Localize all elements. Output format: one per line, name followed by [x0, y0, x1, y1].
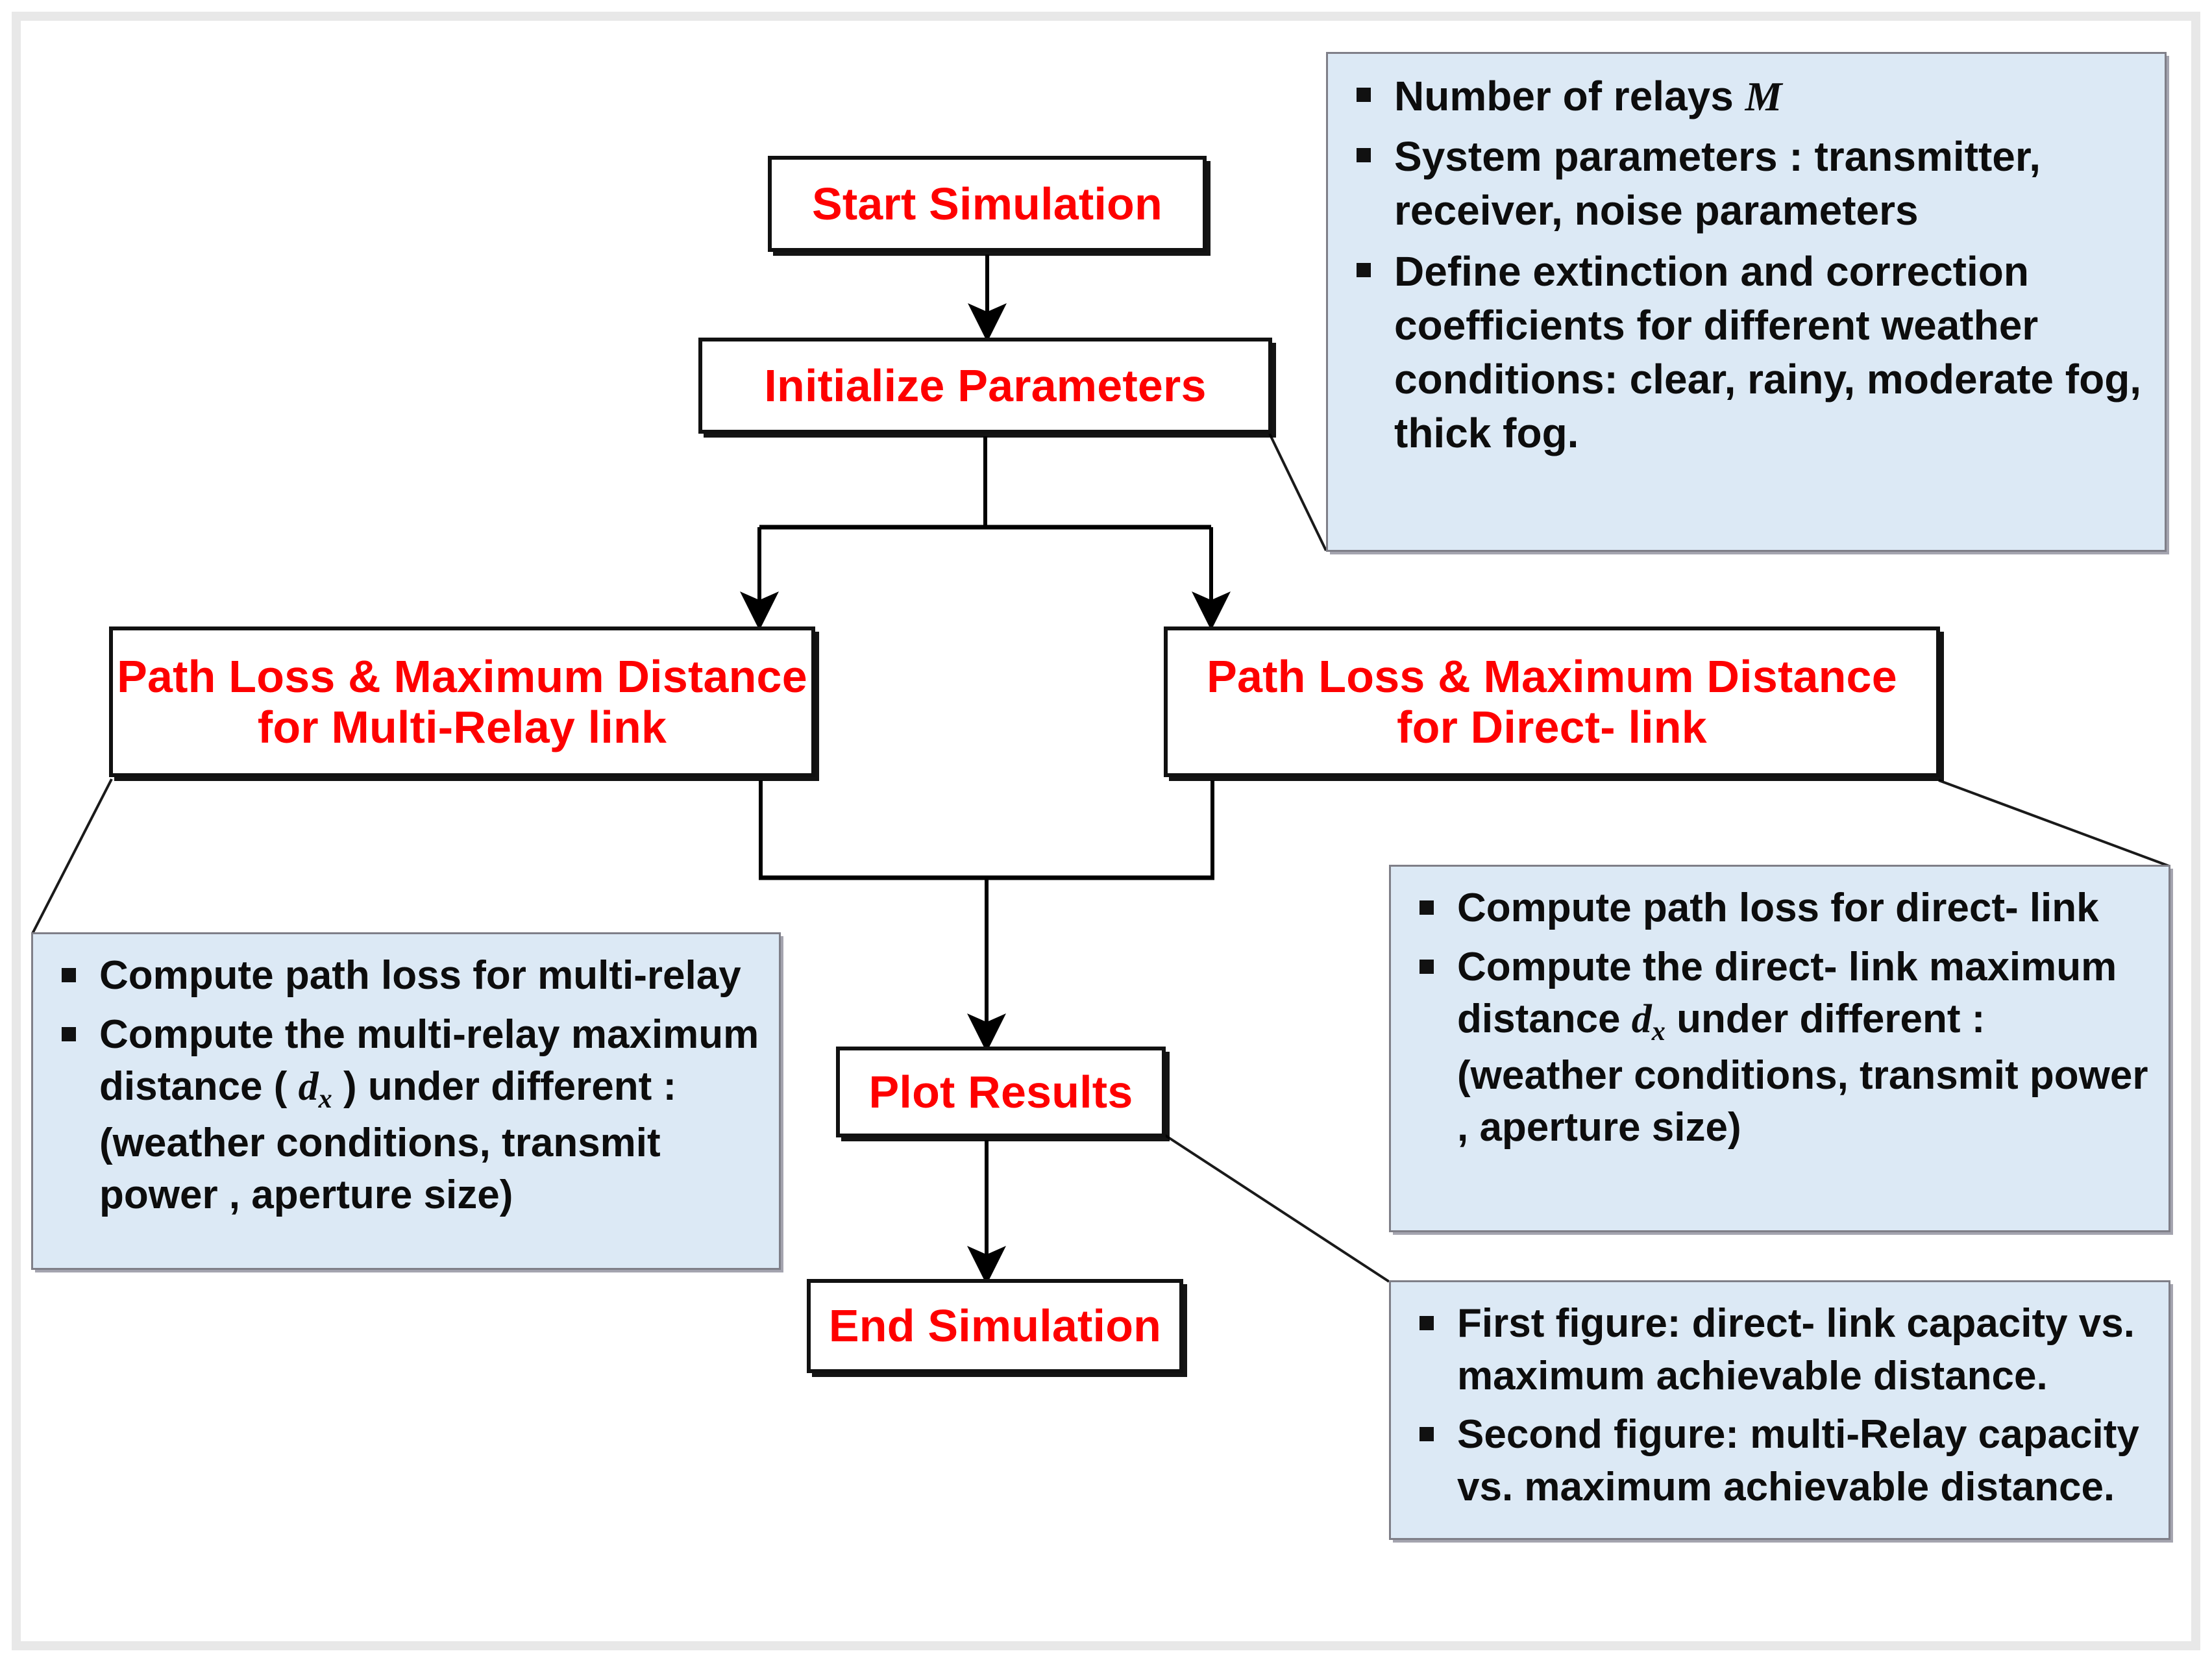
square-bullet-icon: [62, 968, 76, 982]
square-bullet-icon: [62, 1026, 76, 1041]
node-start-simulation[interactable]: Start Simulation: [768, 156, 1207, 252]
node-plot-results[interactable]: Plot Results: [836, 1047, 1166, 1137]
callout-bullet-item: Compute path loss for multi-relay: [50, 950, 759, 1002]
callout-bullet-text: First figure: direct- link capacity vs. …: [1457, 1301, 2135, 1398]
callout-bullet-item: Compute the direct- link maximum distanc…: [1408, 941, 2149, 1154]
math-variable: M: [1745, 73, 1782, 119]
callout-plot-figures-list: First figure: direct- link capacity vs. …: [1408, 1298, 2149, 1513]
node-end-simulation-label: End Simulation: [828, 1300, 1162, 1352]
callout-bullet-text: Compute path loss for direct- link: [1457, 886, 2099, 930]
math-subscript: x: [318, 1083, 332, 1114]
math-variable: dx: [1631, 997, 1665, 1047]
node-multi-relay-path-loss[interactable]: Path Loss & Maximum Distance for Multi-R…: [109, 626, 815, 777]
square-bullet-icon: [1357, 148, 1371, 163]
callout-bullet-item: Compute the multi-relay maximum distance…: [50, 1009, 759, 1222]
callout-plot-figures: First figure: direct- link capacity vs. …: [1389, 1280, 2170, 1540]
callout-bullet-item: Define extinction and correction coeffic…: [1345, 245, 2145, 461]
callout-initialize-parameters-list: Number of relays M System parameters : tr…: [1345, 69, 2145, 460]
callout-bullet-text: Compute the direct- link maximum distanc…: [1457, 944, 2148, 1150]
node-direct-link-path-loss[interactable]: Path Loss & Maximum Distance for Direct-…: [1164, 626, 1940, 777]
square-bullet-icon: [1419, 959, 1434, 974]
leader-multirelay-to-multi-note: [31, 778, 113, 934]
square-bullet-icon: [1419, 1427, 1434, 1442]
callout-initialize-parameters: Number of relays M System parameters : tr…: [1326, 52, 2167, 552]
callout-bullet-text: System parameters : transmitter, receive…: [1394, 133, 2041, 234]
callout-bullet-item: System parameters : transmitter, receive…: [1345, 130, 2145, 238]
node-initialize-parameters-label: Initialize Parameters: [764, 360, 1207, 411]
node-end-simulation[interactable]: End Simulation: [807, 1279, 1183, 1373]
square-bullet-icon: [1357, 88, 1371, 102]
math-subscript: x: [1651, 1015, 1665, 1047]
node-start-simulation-label: Start Simulation: [812, 178, 1162, 229]
node-initialize-parameters[interactable]: Initialize Parameters: [698, 338, 1272, 434]
square-bullet-icon: [1419, 900, 1434, 915]
callout-bullet-item: Compute path loss for direct- link: [1408, 882, 2149, 935]
node-direct-link-line1: Path Loss & Maximum Distance: [1207, 651, 1897, 702]
leader-directlink-to-direct-note: [1938, 779, 2170, 867]
square-bullet-icon: [1419, 1316, 1434, 1330]
node-direct-link-line2: for Direct- link: [1397, 702, 1707, 752]
node-multi-relay-line2: for Multi-Relay link: [257, 702, 667, 752]
node-multi-relay-line1: Path Loss & Maximum Distance: [117, 651, 807, 702]
callout-bullet-text: Define extinction and correction coeffic…: [1394, 247, 2142, 457]
leader-initialize-to-params-note: [1268, 433, 1327, 551]
callout-bullet-text: Second figure: multi-Relay capacity vs. …: [1457, 1412, 2139, 1509]
callout-bullet-item: First figure: direct- link capacity vs. …: [1408, 1298, 2149, 1402]
callout-bullet-text: Compute the multi-relay maximum distance…: [99, 1011, 759, 1218]
leader-plot-to-figures-note: [1163, 1134, 1390, 1283]
callout-bullet-item: Number of relays M: [1345, 69, 2145, 123]
square-bullet-icon: [1357, 262, 1371, 277]
callout-bullet-text: Compute path loss for multi-relay: [99, 953, 741, 998]
callout-bullet-item: Second figure: multi-Relay capacity vs. …: [1408, 1409, 2149, 1513]
math-variable: dx: [298, 1065, 332, 1114]
node-plot-results-label: Plot Results: [868, 1066, 1133, 1117]
callout-bullet-text: Number of relays M: [1394, 73, 1782, 119]
